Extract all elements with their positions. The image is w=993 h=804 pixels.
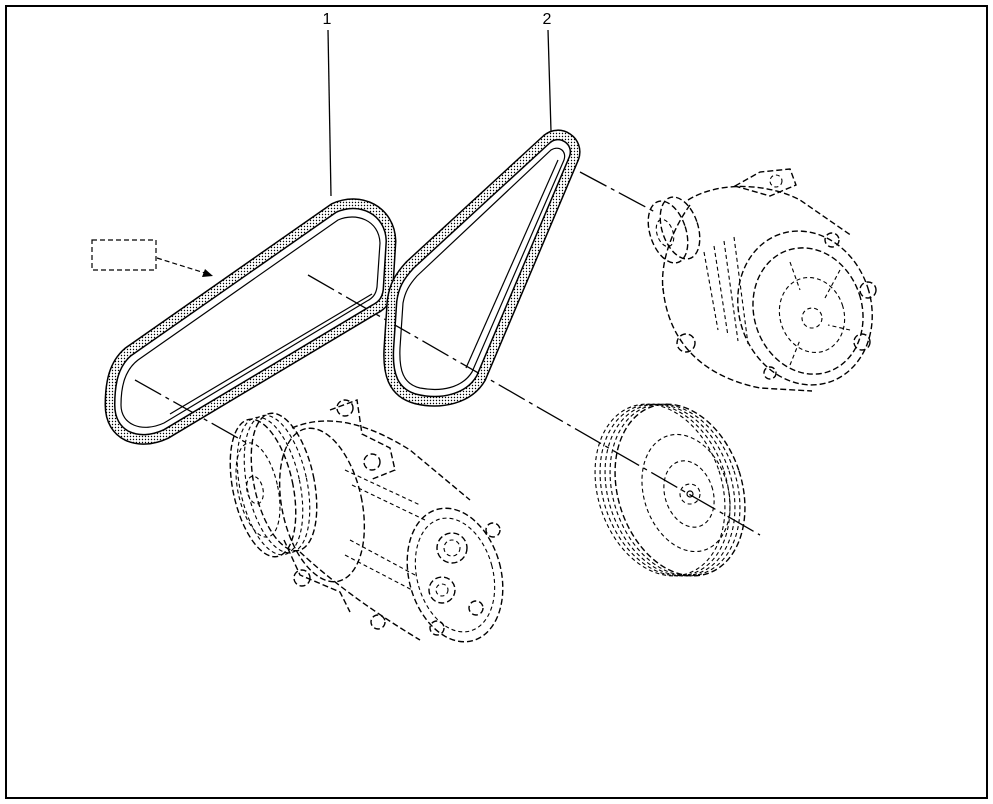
alternator-face-spokes (789, 261, 851, 366)
pulley-center-bore (686, 490, 694, 498)
alternator-pulley-hub (655, 218, 675, 248)
alternator-pulley-rear (659, 196, 701, 260)
belt-1-stipple-band (106, 199, 395, 444)
alignment-lines (134, 171, 761, 536)
alternator-center-boss (801, 307, 823, 329)
alternator-axis-line (579, 171, 656, 213)
alternator-bolt (824, 232, 840, 248)
compressor-clutch-pulley-rear (250, 412, 318, 552)
ac-compressor (229, 399, 504, 643)
callout-1-label: 1 (323, 11, 332, 28)
reference-marker (91, 239, 213, 277)
compressor-front-housing (278, 427, 366, 583)
compressor-clutch-pulley-front (229, 418, 297, 558)
callout-1: 1 (323, 11, 332, 197)
compressor-bolt (370, 614, 386, 630)
pulley-front-face (614, 403, 746, 577)
compressor-bolt (293, 569, 311, 587)
compressor-rear-head (406, 507, 504, 643)
compressor-clutch-hub (246, 475, 264, 505)
compressor-body-bottom (299, 551, 421, 641)
compressor-top-bracket (329, 399, 396, 481)
belt-2-inner-rib-2 (465, 159, 559, 369)
alternator-bolt (859, 281, 877, 299)
callout-2: 2 (543, 11, 552, 132)
diagram-frame (5, 5, 988, 799)
belt-2-inner-rib (399, 147, 566, 391)
compressor-clutch-plate (235, 442, 281, 538)
alternator-lug-hole (769, 174, 783, 188)
compressor-suction-port-bore (443, 539, 461, 557)
alternator-body-bottom (662, 287, 813, 392)
alternator (647, 168, 877, 392)
belt-2 (383, 129, 581, 407)
pulley-rim-groove (594, 403, 726, 577)
pulley-rim-groove (609, 403, 741, 577)
belt-2-stipple-band (384, 130, 580, 406)
reference-box (91, 239, 157, 271)
callout-1-leader-line (327, 29, 332, 197)
compressor-axis-line (134, 379, 246, 443)
callout-2-leader-line (547, 29, 552, 132)
pulley-hub (679, 483, 701, 505)
alternator-bolt (676, 333, 696, 353)
alternator-inner-ring (778, 276, 846, 354)
belt-1 (104, 198, 397, 445)
reference-arrowhead (202, 269, 213, 277)
alternator-pulley-front (647, 200, 689, 264)
pulley-rim-groove (604, 403, 736, 577)
compressor-side-bracket (283, 539, 351, 613)
crankshaft-pulley (594, 403, 746, 577)
callout-2-label: 2 (543, 11, 552, 28)
alternator-front-face (737, 230, 873, 386)
compressor-rear-head-inner (414, 517, 496, 633)
alternator-face-ring (752, 247, 864, 375)
compressor-bolt (429, 620, 445, 636)
pulley-rim-groove (599, 403, 731, 577)
compressor-suction-port (436, 532, 468, 564)
compressor-bolt (363, 453, 381, 471)
alternator-bolt (853, 333, 871, 351)
alternator-mount-lug (733, 168, 797, 197)
belt-1-inner-rib (120, 216, 381, 428)
compressor-bolt (336, 399, 354, 417)
alternator-fan-slots (703, 236, 749, 345)
compressor-discharge-port-bore (435, 583, 449, 597)
belt-1-inner-rib-2 (169, 293, 373, 415)
pulley-hub-ring (663, 460, 715, 528)
alternator-body-top (687, 185, 853, 237)
compressor-discharge-port (428, 576, 456, 604)
compressor-bolt (485, 522, 501, 538)
pulley-axis-line (307, 274, 761, 536)
compressor-bolt (468, 600, 484, 616)
reference-arrow-line (156, 257, 206, 274)
compressor-body-top (291, 420, 471, 501)
pulley-inner-ring (641, 433, 731, 553)
alternator-bolt (763, 366, 777, 380)
